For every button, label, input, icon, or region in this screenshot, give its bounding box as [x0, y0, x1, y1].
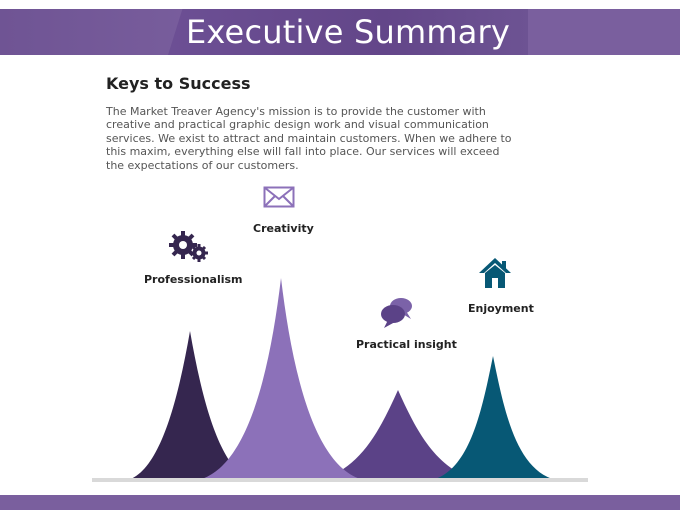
slide-title: Executive Summary	[185, 13, 510, 51]
peak-professionalism	[128, 331, 252, 480]
baseline	[92, 478, 588, 482]
label-enjoyment: Enjoyment	[468, 302, 534, 315]
footer-band	[0, 495, 680, 510]
peak-enjoyment	[432, 356, 556, 480]
speech-bubbles-icon	[381, 298, 412, 328]
title-banner: Executive Summary	[0, 9, 680, 55]
envelope-icon	[263, 186, 295, 208]
label-professionalism: Professionalism	[144, 273, 243, 286]
peak-practical-insight	[318, 390, 478, 480]
title-plate	[168, 9, 528, 55]
section-heading: Keys to Success	[106, 74, 251, 93]
gears-icon	[169, 231, 208, 262]
peak-creativity	[198, 278, 364, 480]
home-icon	[479, 258, 511, 288]
label-creativity: Creativity	[253, 222, 314, 235]
label-practical-insight: Practical insight	[356, 338, 457, 351]
mission-paragraph: The Market Treaver Agency's mission is t…	[106, 105, 512, 172]
